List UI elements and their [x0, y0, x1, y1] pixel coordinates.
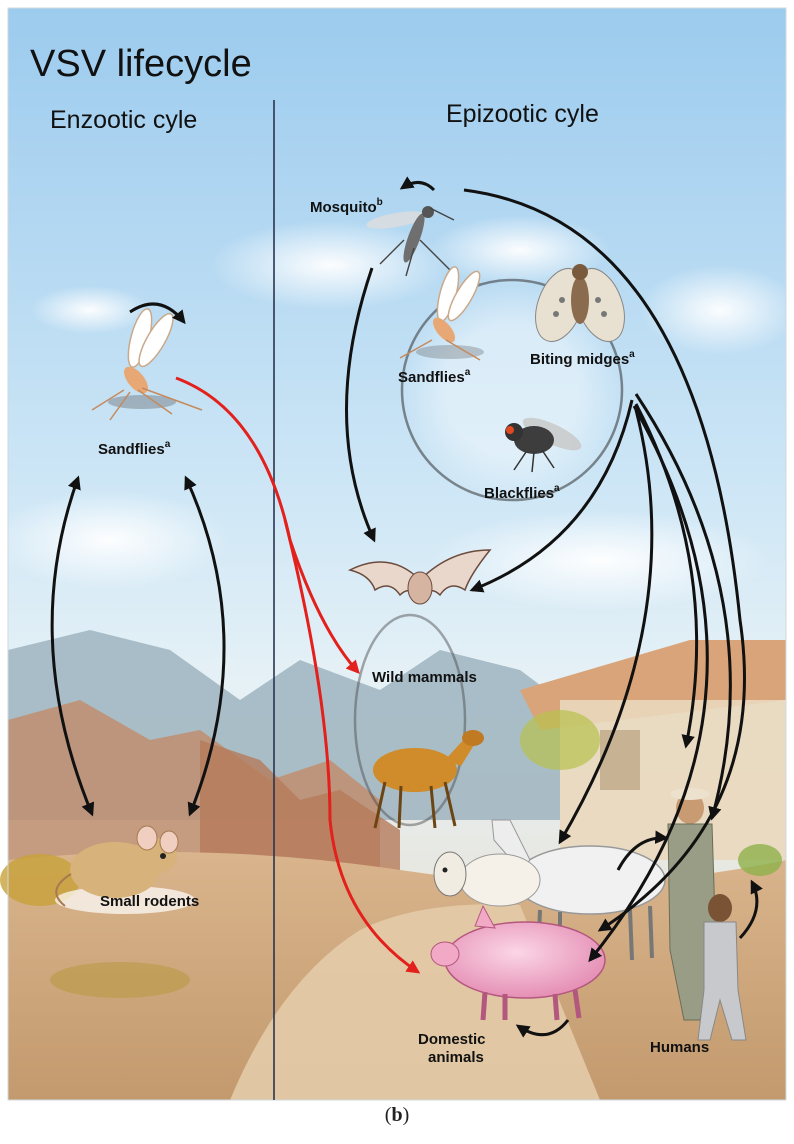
figure-caption: (b) — [384, 1104, 410, 1126]
label-domestic-animals: Domestic animals — [418, 1031, 490, 1066]
wild-mammals-ring — [353, 613, 467, 827]
pig-illustration — [430, 904, 606, 1021]
enzootic-arrows — [50, 302, 226, 817]
label-sandflies-enzootic: Sandfliesa — [98, 439, 171, 458]
epizootic-cycle-heading: Epizootic cyle — [446, 100, 599, 128]
figure-caption-letter: b — [391, 1104, 403, 1126]
biting-midge-illustration — [535, 264, 625, 342]
small-rodent-illustration — [55, 825, 195, 914]
spillover-arrows — [175, 376, 421, 974]
epizootic-arrows — [345, 176, 763, 1038]
label-mosquito: Mosquitob — [310, 197, 383, 216]
label-biting-midges: Biting midgesa — [530, 349, 635, 368]
mosquito-illustration — [366, 206, 455, 277]
sandfly-illustration-right — [399, 266, 484, 361]
figure-title: VSV lifecycle — [30, 43, 252, 85]
enzootic-cycle-heading: Enzootic cyle — [50, 106, 197, 134]
sandfly-illustration-left — [91, 308, 203, 421]
deer-illustration — [373, 730, 484, 829]
label-small-rodents: Small rodents — [100, 893, 199, 910]
humans-illustration — [667, 788, 747, 1041]
label-sandflies-epizootic: Sandfliesa — [398, 367, 471, 386]
label-humans: Humans — [650, 1039, 709, 1056]
label-wild-mammals: Wild mammals — [372, 669, 477, 686]
bat-illustration — [347, 549, 492, 605]
cow-illustration — [433, 851, 541, 907]
blackfly-illustration — [505, 417, 582, 473]
label-blackflies: Blackfliesa — [484, 483, 560, 502]
